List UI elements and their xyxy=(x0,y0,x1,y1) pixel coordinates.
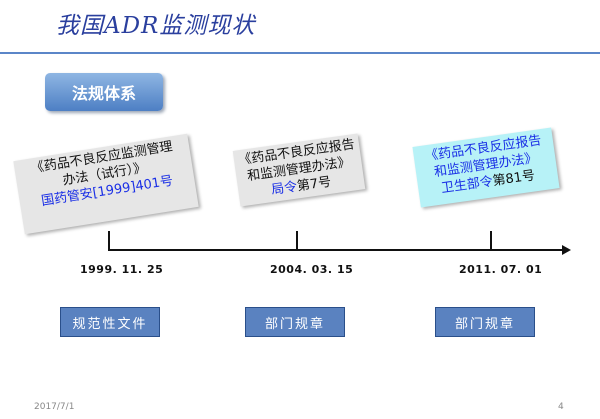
title-divider xyxy=(0,52,600,54)
timeline-date: 2011. 07. 01 xyxy=(459,263,543,276)
card-reference-prefix: 局令 xyxy=(270,179,299,198)
regulation-card-1999: 《药品不良反应监测管理 办法（试行）》 国药管安[1999]401号 xyxy=(13,133,199,235)
category-label: 规范性文件 xyxy=(60,307,160,337)
category-label: 部门规章 xyxy=(245,307,345,337)
slide-title: 我国ADR监测现状 xyxy=(56,13,256,39)
page-number: 4 xyxy=(558,402,564,412)
timeline-tick xyxy=(296,231,298,250)
regulation-card-2004: 《药品不良反应报告 和监测管理办法》 局令第7号 xyxy=(232,133,366,207)
timeline-date: 1999. 11. 25 xyxy=(80,263,164,276)
timeline-tick xyxy=(490,231,492,250)
footer-date: 2017/7/1 xyxy=(34,402,75,412)
timeline-date: 2004. 03. 15 xyxy=(270,263,354,276)
timeline-tick xyxy=(108,231,110,250)
card-reference-number: 第7号 xyxy=(296,174,333,195)
card-reference-number: 第81号 xyxy=(491,168,536,190)
timeline-arrow-icon xyxy=(562,245,571,255)
regulation-card-2011: 《药品不良反应报告 和监测管理办法》 卫生部令第81号 xyxy=(412,127,560,208)
section-badge: 法规体系 xyxy=(45,73,163,111)
timeline-axis xyxy=(108,249,563,251)
category-label: 部门规章 xyxy=(435,307,535,337)
